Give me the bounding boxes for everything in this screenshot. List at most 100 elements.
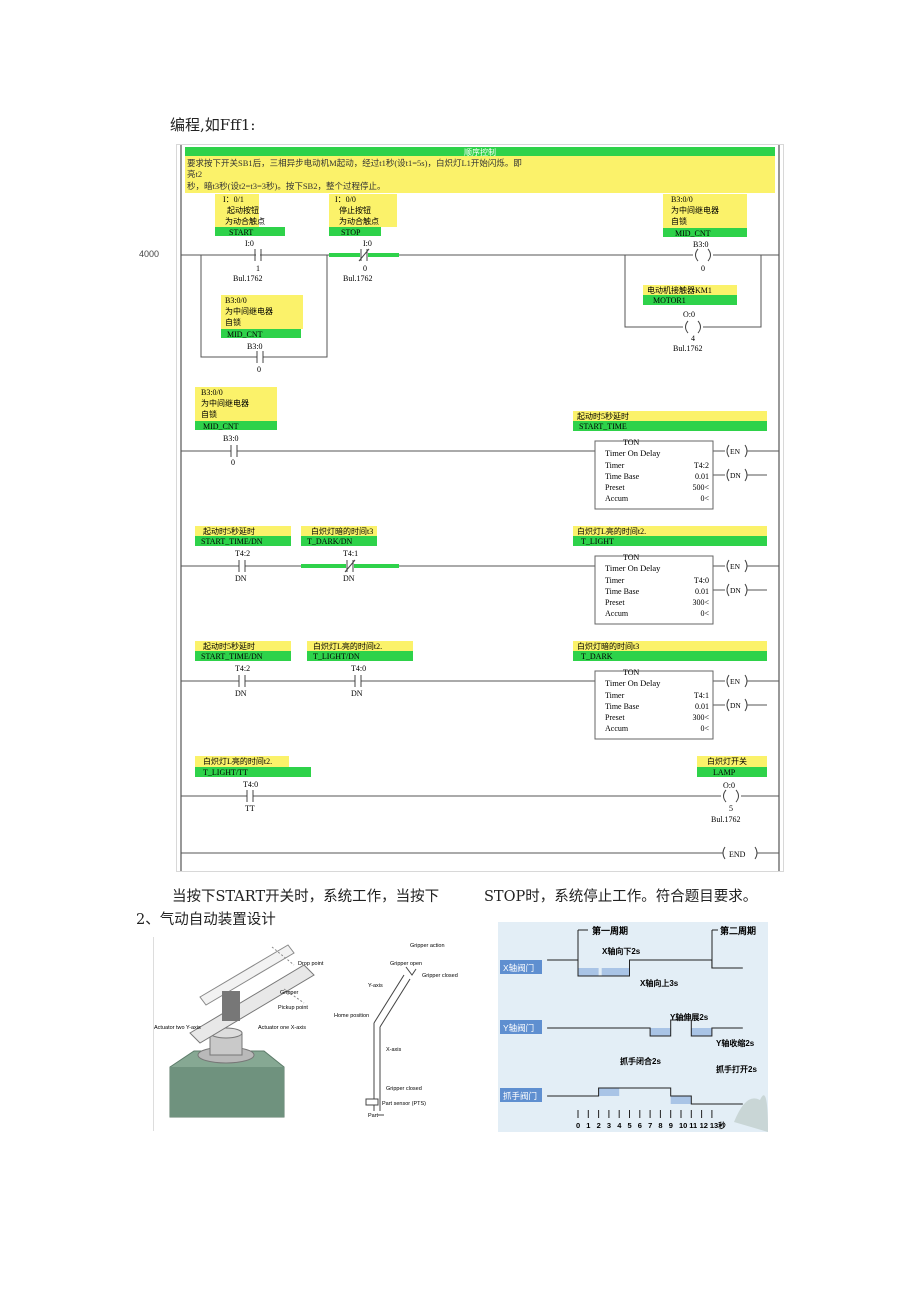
end-rung: END <box>181 846 779 860</box>
timer-type: TON <box>623 553 640 562</box>
stop-io: I:0 <box>363 239 372 248</box>
r2-contact-desc-2: 自锁 <box>201 409 217 419</box>
time-tick-label: 4 <box>617 1121 622 1130</box>
timer-output-en: EN <box>726 674 748 688</box>
r4-c2-io: T4:0 <box>351 664 366 673</box>
rung-2: B3:0/0 为中间继电器 自锁 MID_CNT B3:0 0 起动时5秒延时 … <box>181 387 779 476</box>
mid-tag: MID_CNT <box>227 330 263 339</box>
r4-c1-desc: 起动时5秒延时 <box>203 641 255 651</box>
timer-param-label: Accum <box>605 494 629 503</box>
timer-param-label: Preset <box>605 713 625 722</box>
r5-coil-tag: LAMP <box>713 768 736 777</box>
part-sensor-label: Part sensor (PTS) <box>382 1101 426 1107</box>
y-axis-label: Y-axis <box>368 983 383 989</box>
r3-c2-io: T4:1 <box>343 549 358 558</box>
time-tick-label: 7 <box>648 1121 652 1130</box>
sentence-part-2: STOP时，系统停止工作。符合题目要求。 <box>484 889 758 905</box>
timer-param-value: 0.01 <box>695 472 709 481</box>
svg-text:EN: EN <box>730 447 741 456</box>
svg-text:DN: DN <box>730 471 741 480</box>
gripper-closed-bottom-label: Gripper closed <box>386 1086 422 1092</box>
r5-contact-tag: T_LIGHT/TT <box>203 768 248 777</box>
r5-contact <box>246 790 254 802</box>
r3-c1-contact <box>238 560 246 572</box>
r4-timer-tag: T_DARK <box>581 652 613 661</box>
r5-coil-module: Bul.1762 <box>711 815 741 824</box>
x-valve-badge <box>500 960 542 974</box>
end-label: END <box>729 850 746 859</box>
time-tick-label: 12 <box>700 1121 708 1130</box>
grip-valve-wave <box>547 1087 743 1105</box>
mid-contact <box>256 351 264 363</box>
r4-timer-desc: 白炽灯暗的时间t3 <box>577 641 639 651</box>
y-retract-label: Y轴收缩2s <box>716 1038 755 1048</box>
timer-name: Timer On Delay <box>605 448 661 458</box>
r4-c2-bit: DN <box>351 689 363 698</box>
timer-param-value: T4:0 <box>694 576 709 585</box>
time-tick-label: 11 <box>689 1121 697 1130</box>
r3-c1-bit: DN <box>235 574 247 583</box>
time-tick-label: 1 <box>586 1121 590 1130</box>
actuator-illustration <box>169 944 315 1118</box>
gripper-figure: Drop point Gripper Pickup point Actuator… <box>153 937 472 1131</box>
time-tick-label: 5 <box>628 1121 632 1130</box>
timer-param-label: Timer <box>605 461 625 470</box>
timer-param-value: 0< <box>700 609 709 618</box>
r5-contact-io: T4:0 <box>243 780 258 789</box>
timer-param-value: 0< <box>700 494 709 503</box>
motion-diagram <box>373 966 417 1116</box>
svg-text:EN: EN <box>730 677 741 686</box>
coil2-symbol <box>683 320 703 334</box>
timer-param-value: 500< <box>692 483 709 492</box>
r2-contact <box>230 445 238 457</box>
stop-contact <box>358 248 370 262</box>
y-extend-label: Y轴伸展2s <box>670 1012 709 1022</box>
r2-contact-tag: MID_CNT <box>203 422 239 431</box>
r2-timer-tag: START_TIME <box>579 422 627 431</box>
mid-bit: 0 <box>257 365 261 374</box>
coil2-io: O:0 <box>683 310 695 319</box>
gripper-closed-label: Gripper closed <box>422 973 458 979</box>
ladder-diagram: 顺序控制 要求按下开关SB1后，三相异步电动机M起动，经过t1秒(设t1=5s)… <box>176 144 784 872</box>
part-label: Part <box>368 1113 379 1119</box>
r4-c1-tag: START_TIME/DN <box>201 652 263 661</box>
time-tick-label: 6 <box>638 1121 642 1130</box>
requirement-line-2: 亮t2 <box>187 169 202 179</box>
rung-5: 白炽灯L亮的时间t2. T_LIGHT/TT T4:0 TT 白炽灯开关 LAM… <box>181 756 779 824</box>
stop-module: Bul.1762 <box>343 274 373 283</box>
start-bit: 1 <box>256 264 260 273</box>
page-side-number: 4000 <box>139 249 160 259</box>
r5-contact-desc: 白炽灯L亮的时间t2. <box>203 756 272 766</box>
stop-address: I：0/0 <box>335 195 356 204</box>
timer-type: TON <box>623 668 640 677</box>
r3-c1-io: T4:2 <box>235 549 250 558</box>
start-module: Bul.1762 <box>233 274 263 283</box>
svg-text:EN: EN <box>730 562 741 571</box>
requirement-line-3: 秒，暗t3秒(设t2=t3=3秒)。按下SB2，整个过程停止。 <box>187 181 385 191</box>
r5-coil-desc: 白炽灯开关 <box>707 756 747 766</box>
timer-param-label: Accum <box>605 609 629 618</box>
pickup-point-label: Pickup point <box>278 1005 308 1011</box>
rung-4: 起动时5秒延时 START_TIME/DN T4:2 DN 白炽灯L亮的时间t2… <box>181 641 779 706</box>
mid-desc-1: 为中间继电器 <box>225 306 273 316</box>
start-contact <box>254 249 262 261</box>
grip-valve-badge <box>500 1088 542 1102</box>
time-tick-label: 10 <box>679 1121 687 1130</box>
coil2-desc: 电动机接触器KM1 <box>647 285 712 295</box>
timer-param-value: 0.01 <box>695 587 709 596</box>
gripper-action-label: Gripper action <box>410 943 445 949</box>
coil1-desc-1: 为中间继电器 <box>671 205 719 215</box>
timer-output-dn: DN <box>726 698 748 712</box>
timer-output-dn: DN <box>726 468 748 482</box>
actuator-one-label: Actuator one X-axis <box>258 1025 306 1031</box>
time-tick-label: 13秒 <box>710 1120 726 1130</box>
gripper-open-label: Gripper open <box>390 961 422 967</box>
ladder-header-title: 顺序控制 <box>464 147 496 157</box>
coil2-module: Bul.1762 <box>673 344 703 353</box>
requirement-line-1: 要求按下开关SB1后，三相异步电动机M起动，经过t1秒(设t1=5s)，白炽灯L… <box>187 158 522 168</box>
timer-param-label: Timer <box>605 691 625 700</box>
